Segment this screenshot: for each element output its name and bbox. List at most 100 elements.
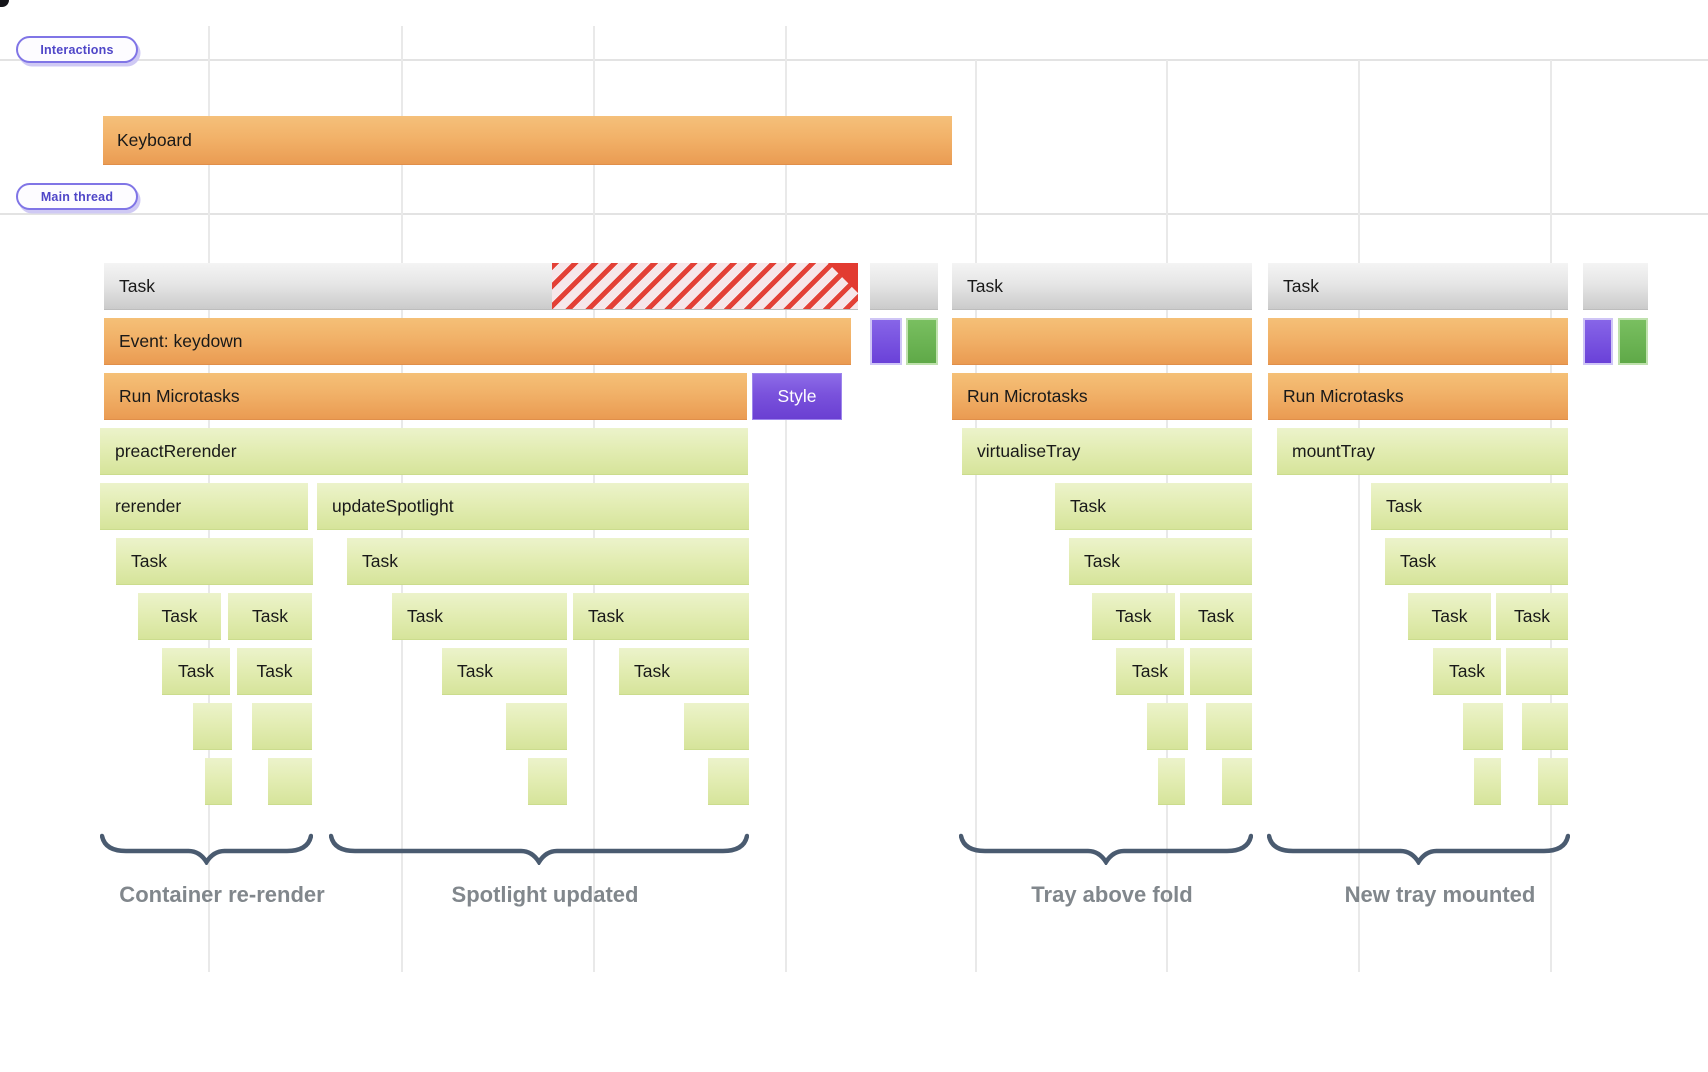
task-flame-bar[interactable]: Task (1433, 648, 1501, 695)
flame-bar-label: Style (777, 386, 817, 406)
flame-bar-label: Task (252, 605, 288, 626)
grid-vline (1358, 60, 1360, 972)
run-microtasks-flame-bar[interactable]: Run Microtasks (1268, 373, 1568, 420)
unlabeled-flame-bar[interactable] (952, 318, 1252, 365)
unlabeled-flame-bar[interactable] (1474, 758, 1501, 805)
flame-bar-label: mountTray (1292, 440, 1375, 461)
run-microtasks-flame-bar[interactable]: Run Microtasks (104, 373, 747, 420)
group-annotation-label: Container re-render (119, 882, 325, 907)
group-brace (959, 833, 1253, 865)
task-flame-bar[interactable]: Task (392, 593, 567, 640)
task-flame-bar[interactable]: Task (573, 593, 749, 640)
event-keydown-flame-bar[interactable]: Event: keydown (104, 318, 851, 365)
unlabeled-flame-bar[interactable] (1538, 758, 1568, 805)
screen-corner-artifact (0, 0, 9, 7)
grid-hline (0, 213, 1708, 215)
flame-bar-label: Task (1283, 275, 1319, 296)
task-flame-bar[interactable]: Task (1180, 593, 1252, 640)
style-flame-bar[interactable]: Style (752, 373, 842, 420)
rerender-flame-bar[interactable]: rerender (100, 483, 308, 530)
task-flame-bar[interactable]: Task (162, 648, 230, 695)
flame-bar-label: Task (1198, 605, 1234, 626)
flame-bar-label: Event: keydown (119, 330, 243, 351)
task-flame-bar[interactable]: Task (347, 538, 749, 585)
unlabeled-flame-bar[interactable] (1522, 703, 1568, 750)
flame-bar-label: Task (1084, 550, 1120, 571)
mounttray-flame-bar[interactable]: mountTray (1277, 428, 1568, 475)
unlabeled-flame-bar[interactable] (1147, 703, 1188, 750)
group-annotation-label: Tray above fold (1031, 882, 1193, 907)
task-flame-bar[interactable]: Task (1268, 263, 1568, 310)
keyboard-interaction-label: Keyboard (117, 129, 192, 150)
flame-bar-label: virtualiseTray (977, 440, 1081, 461)
flame-bar-label: rerender (115, 495, 182, 516)
preactrerender-flame-bar[interactable]: preactRerender (100, 428, 748, 475)
task-flame-bar[interactable]: Task (228, 593, 312, 640)
unlabeled-flame-bar[interactable] (506, 703, 567, 750)
unlabeled-flame-bar[interactable] (1158, 758, 1185, 805)
task-flame-bar[interactable]: Task (1116, 648, 1184, 695)
group-brace (329, 833, 749, 865)
main-thread-track-label: Main thread (40, 189, 114, 204)
updatespotlight-flame-bar[interactable]: updateSpotlight (317, 483, 749, 530)
grid-hline (0, 59, 1708, 61)
unlabeled-flame-bar[interactable] (528, 758, 567, 805)
group-annotation-label: Spotlight updated (451, 882, 639, 907)
task-flame-bar[interactable]: Task (237, 648, 312, 695)
flame-bar-label: Task (1070, 495, 1106, 516)
keyboard-interaction-bar[interactable]: Keyboard (103, 116, 952, 165)
unlabeled-flame-bar[interactable] (1463, 703, 1503, 750)
task-flame-bar[interactable]: Task (619, 648, 749, 695)
task-flame-bar[interactable]: Task (1092, 593, 1175, 640)
task-flame-bar[interactable]: Task (1055, 483, 1252, 530)
long-task-hatch-overlay (552, 263, 858, 309)
flame-bar-label: Task (256, 660, 293, 681)
task-flame-bar[interactable]: Task (1385, 538, 1568, 585)
group-brace (100, 833, 313, 865)
interactions-track-toggle[interactable]: Interactions (16, 36, 138, 63)
unlabeled-flame-bar[interactable] (205, 758, 232, 805)
group-brace (1267, 833, 1570, 865)
unlabeled-flame-bar[interactable] (1583, 263, 1648, 310)
flame-bar-label: Task (1514, 605, 1550, 626)
flame-bar-label: Task (1386, 495, 1422, 516)
virtualisetray-flame-bar[interactable]: virtualiseTray (962, 428, 1252, 475)
flame-bar-label: Task (1115, 605, 1152, 626)
task-flame-bar[interactable]: Task (1408, 593, 1491, 640)
task-flame-bar[interactable]: Task (1371, 483, 1568, 530)
flame-bar-label: Task (131, 550, 167, 571)
unlabeled-flame-bar[interactable] (1268, 318, 1568, 365)
unlabeled-flame-bar[interactable] (684, 703, 749, 750)
group-annotation-label: New tray mounted (1344, 882, 1536, 907)
unlabeled-flame-bar[interactable] (1190, 648, 1252, 695)
unlabeled-flame-bar[interactable] (870, 263, 938, 310)
unlabeled-flame-bar[interactable] (1206, 703, 1252, 750)
flame-bar-label: Task (178, 660, 214, 681)
task-flame-bar[interactable]: Task (442, 648, 567, 695)
flame-bar-label: Task (362, 550, 398, 571)
flame-bar-label: Task (1449, 660, 1485, 681)
task-flame-bar[interactable]: Task (116, 538, 313, 585)
unlabeled-flame-bar[interactable] (268, 758, 312, 805)
unlabeled-flame-bar[interactable] (1618, 318, 1648, 365)
grid-vline (975, 60, 977, 972)
unlabeled-flame-bar[interactable] (193, 703, 232, 750)
flame-bar-label: Task (161, 605, 198, 626)
task-flame-bar[interactable]: Task (1069, 538, 1252, 585)
unlabeled-flame-bar[interactable] (1583, 318, 1613, 365)
unlabeled-flame-bar[interactable] (1506, 648, 1568, 695)
task-flame-bar[interactable]: Task (1496, 593, 1568, 640)
long-task-corner-triangle (828, 263, 858, 293)
run-microtasks-flame-bar[interactable]: Run Microtasks (952, 373, 1252, 420)
task-flame-bar[interactable]: Task (952, 263, 1252, 310)
unlabeled-flame-bar[interactable] (870, 318, 902, 365)
task-flame-bar[interactable]: Task (138, 593, 221, 640)
unlabeled-flame-bar[interactable] (252, 703, 312, 750)
unlabeled-flame-bar[interactable] (1222, 758, 1252, 805)
task-flame-bar[interactable]: Task (104, 263, 858, 310)
flame-bar-label: Task (1431, 605, 1468, 626)
main-thread-track-toggle[interactable]: Main thread (16, 183, 138, 210)
unlabeled-flame-bar[interactable] (906, 318, 938, 365)
flame-bar-label: Run Microtasks (967, 385, 1088, 406)
unlabeled-flame-bar[interactable] (708, 758, 749, 805)
